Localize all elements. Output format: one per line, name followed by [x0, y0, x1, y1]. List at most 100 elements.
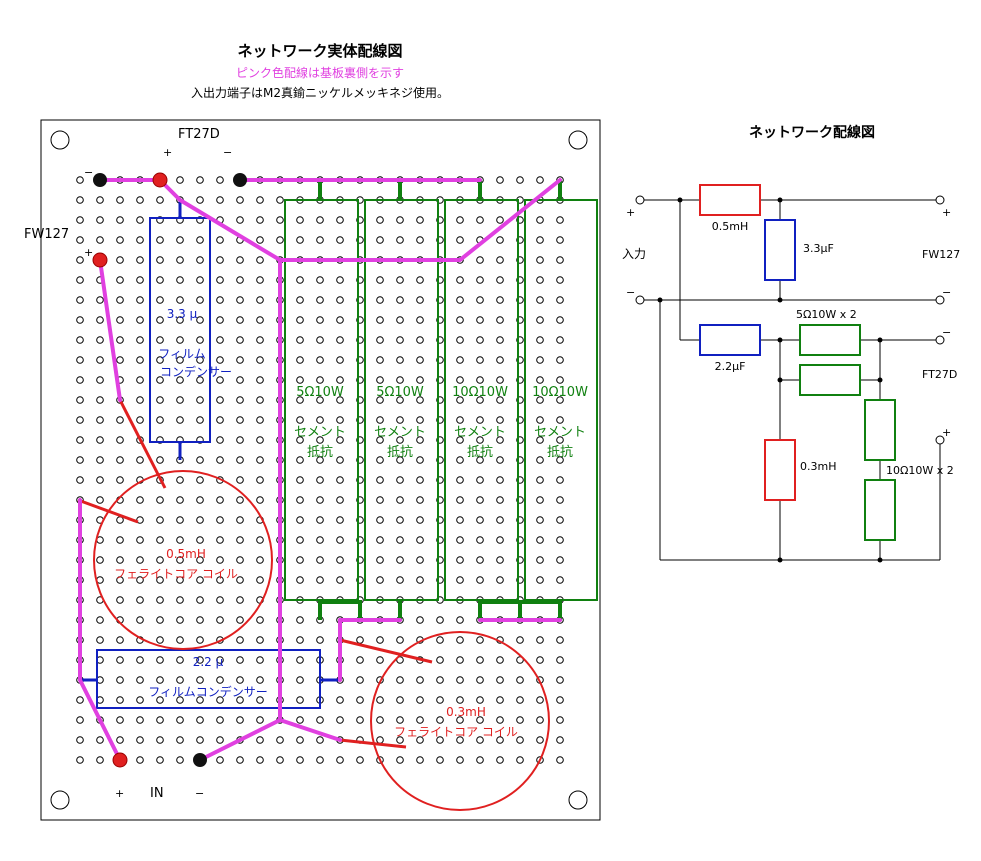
board-hole [476, 756, 484, 764]
board-hole [176, 296, 184, 304]
terminal-ft27d-minus [233, 173, 247, 187]
board-hole [336, 396, 344, 404]
board-hole [236, 196, 244, 204]
board-hole [96, 736, 104, 744]
board-hole [216, 596, 224, 604]
board-hole [116, 536, 124, 544]
board-hole [536, 436, 544, 444]
board-hole [336, 716, 344, 724]
board-hole [336, 496, 344, 504]
board-hole [456, 436, 464, 444]
board-hole [96, 556, 104, 564]
board-hole [116, 356, 124, 364]
board-hole [96, 376, 104, 384]
board-hole [496, 656, 504, 664]
board-hole [416, 536, 424, 544]
board-hole [156, 236, 164, 244]
coil03-type: フェライトコア コイル [394, 725, 518, 739]
board-hole [476, 476, 484, 484]
board-hole [176, 596, 184, 604]
board-hole [536, 416, 544, 424]
board-hole [376, 376, 384, 384]
ft27d-plus-label: + [163, 146, 172, 159]
board-hole [296, 736, 304, 744]
resistor-type: 抵抗 [547, 445, 573, 460]
board-hole [416, 216, 424, 224]
board-hole [136, 556, 144, 564]
board-hole [376, 696, 384, 704]
schematic-terminals [635, 195, 945, 445]
board-hole [336, 756, 344, 764]
board-hole [556, 716, 564, 724]
board-hole [396, 476, 404, 484]
board-hole [456, 536, 464, 544]
board-hole [176, 336, 184, 344]
board-hole [236, 636, 244, 644]
coil-0-3mh [370, 631, 550, 811]
resistor-type: 抵抗 [307, 445, 333, 460]
board-hole [556, 676, 564, 684]
board-hole [416, 296, 424, 304]
resistor-type: 抵抗 [467, 445, 493, 460]
board-hole [296, 696, 304, 704]
fw127-label: FW127 [24, 227, 69, 242]
board-hole [156, 336, 164, 344]
board-hole [416, 276, 424, 284]
board-hole [316, 636, 324, 644]
fw127-minus: − [942, 286, 951, 299]
board-hole [116, 256, 124, 264]
board-hole [376, 336, 384, 344]
board-hole [396, 216, 404, 224]
board-hole [116, 636, 124, 644]
mounting-hole [50, 790, 70, 810]
board-hole [396, 656, 404, 664]
board-hole [436, 656, 444, 664]
board-hole [136, 536, 144, 544]
board-hole [76, 356, 84, 364]
board-hole [236, 356, 244, 364]
board-hole [396, 676, 404, 684]
board-hole [216, 436, 224, 444]
board-hole [496, 556, 504, 564]
board-hole [496, 756, 504, 764]
board-hole [256, 336, 264, 344]
board-hole [76, 396, 84, 404]
board-hole [236, 556, 244, 564]
board-hole [496, 416, 504, 424]
board-hole [376, 716, 384, 724]
board-hole [396, 736, 404, 744]
board-hole [216, 336, 224, 344]
board-hole [156, 416, 164, 424]
board-hole [136, 236, 144, 244]
board-hole [176, 556, 184, 564]
board-hole [496, 716, 504, 724]
board-hole [236, 396, 244, 404]
board-hole [196, 416, 204, 424]
board-hole [296, 636, 304, 644]
board-hole [296, 456, 304, 464]
board-hole [136, 276, 144, 284]
board-hole [456, 216, 464, 224]
board-hole [116, 576, 124, 584]
board-hole [456, 376, 464, 384]
board-hole [476, 576, 484, 584]
board-hole [116, 436, 124, 444]
board-hole [356, 656, 364, 664]
board-hole [116, 316, 124, 324]
board-hole [156, 596, 164, 604]
board-hole [216, 576, 224, 584]
board-hole [296, 216, 304, 224]
board-hole [416, 376, 424, 384]
board-hole [216, 676, 224, 684]
board-hole [536, 696, 544, 704]
board-hole [156, 636, 164, 644]
board-hole [376, 516, 384, 524]
board-hole [376, 396, 384, 404]
board-hole [456, 696, 464, 704]
board-hole [396, 756, 404, 764]
board-hole [416, 716, 424, 724]
board-hole [396, 436, 404, 444]
board-hole [256, 556, 264, 564]
board-hole [76, 336, 84, 344]
board-hole [476, 556, 484, 564]
